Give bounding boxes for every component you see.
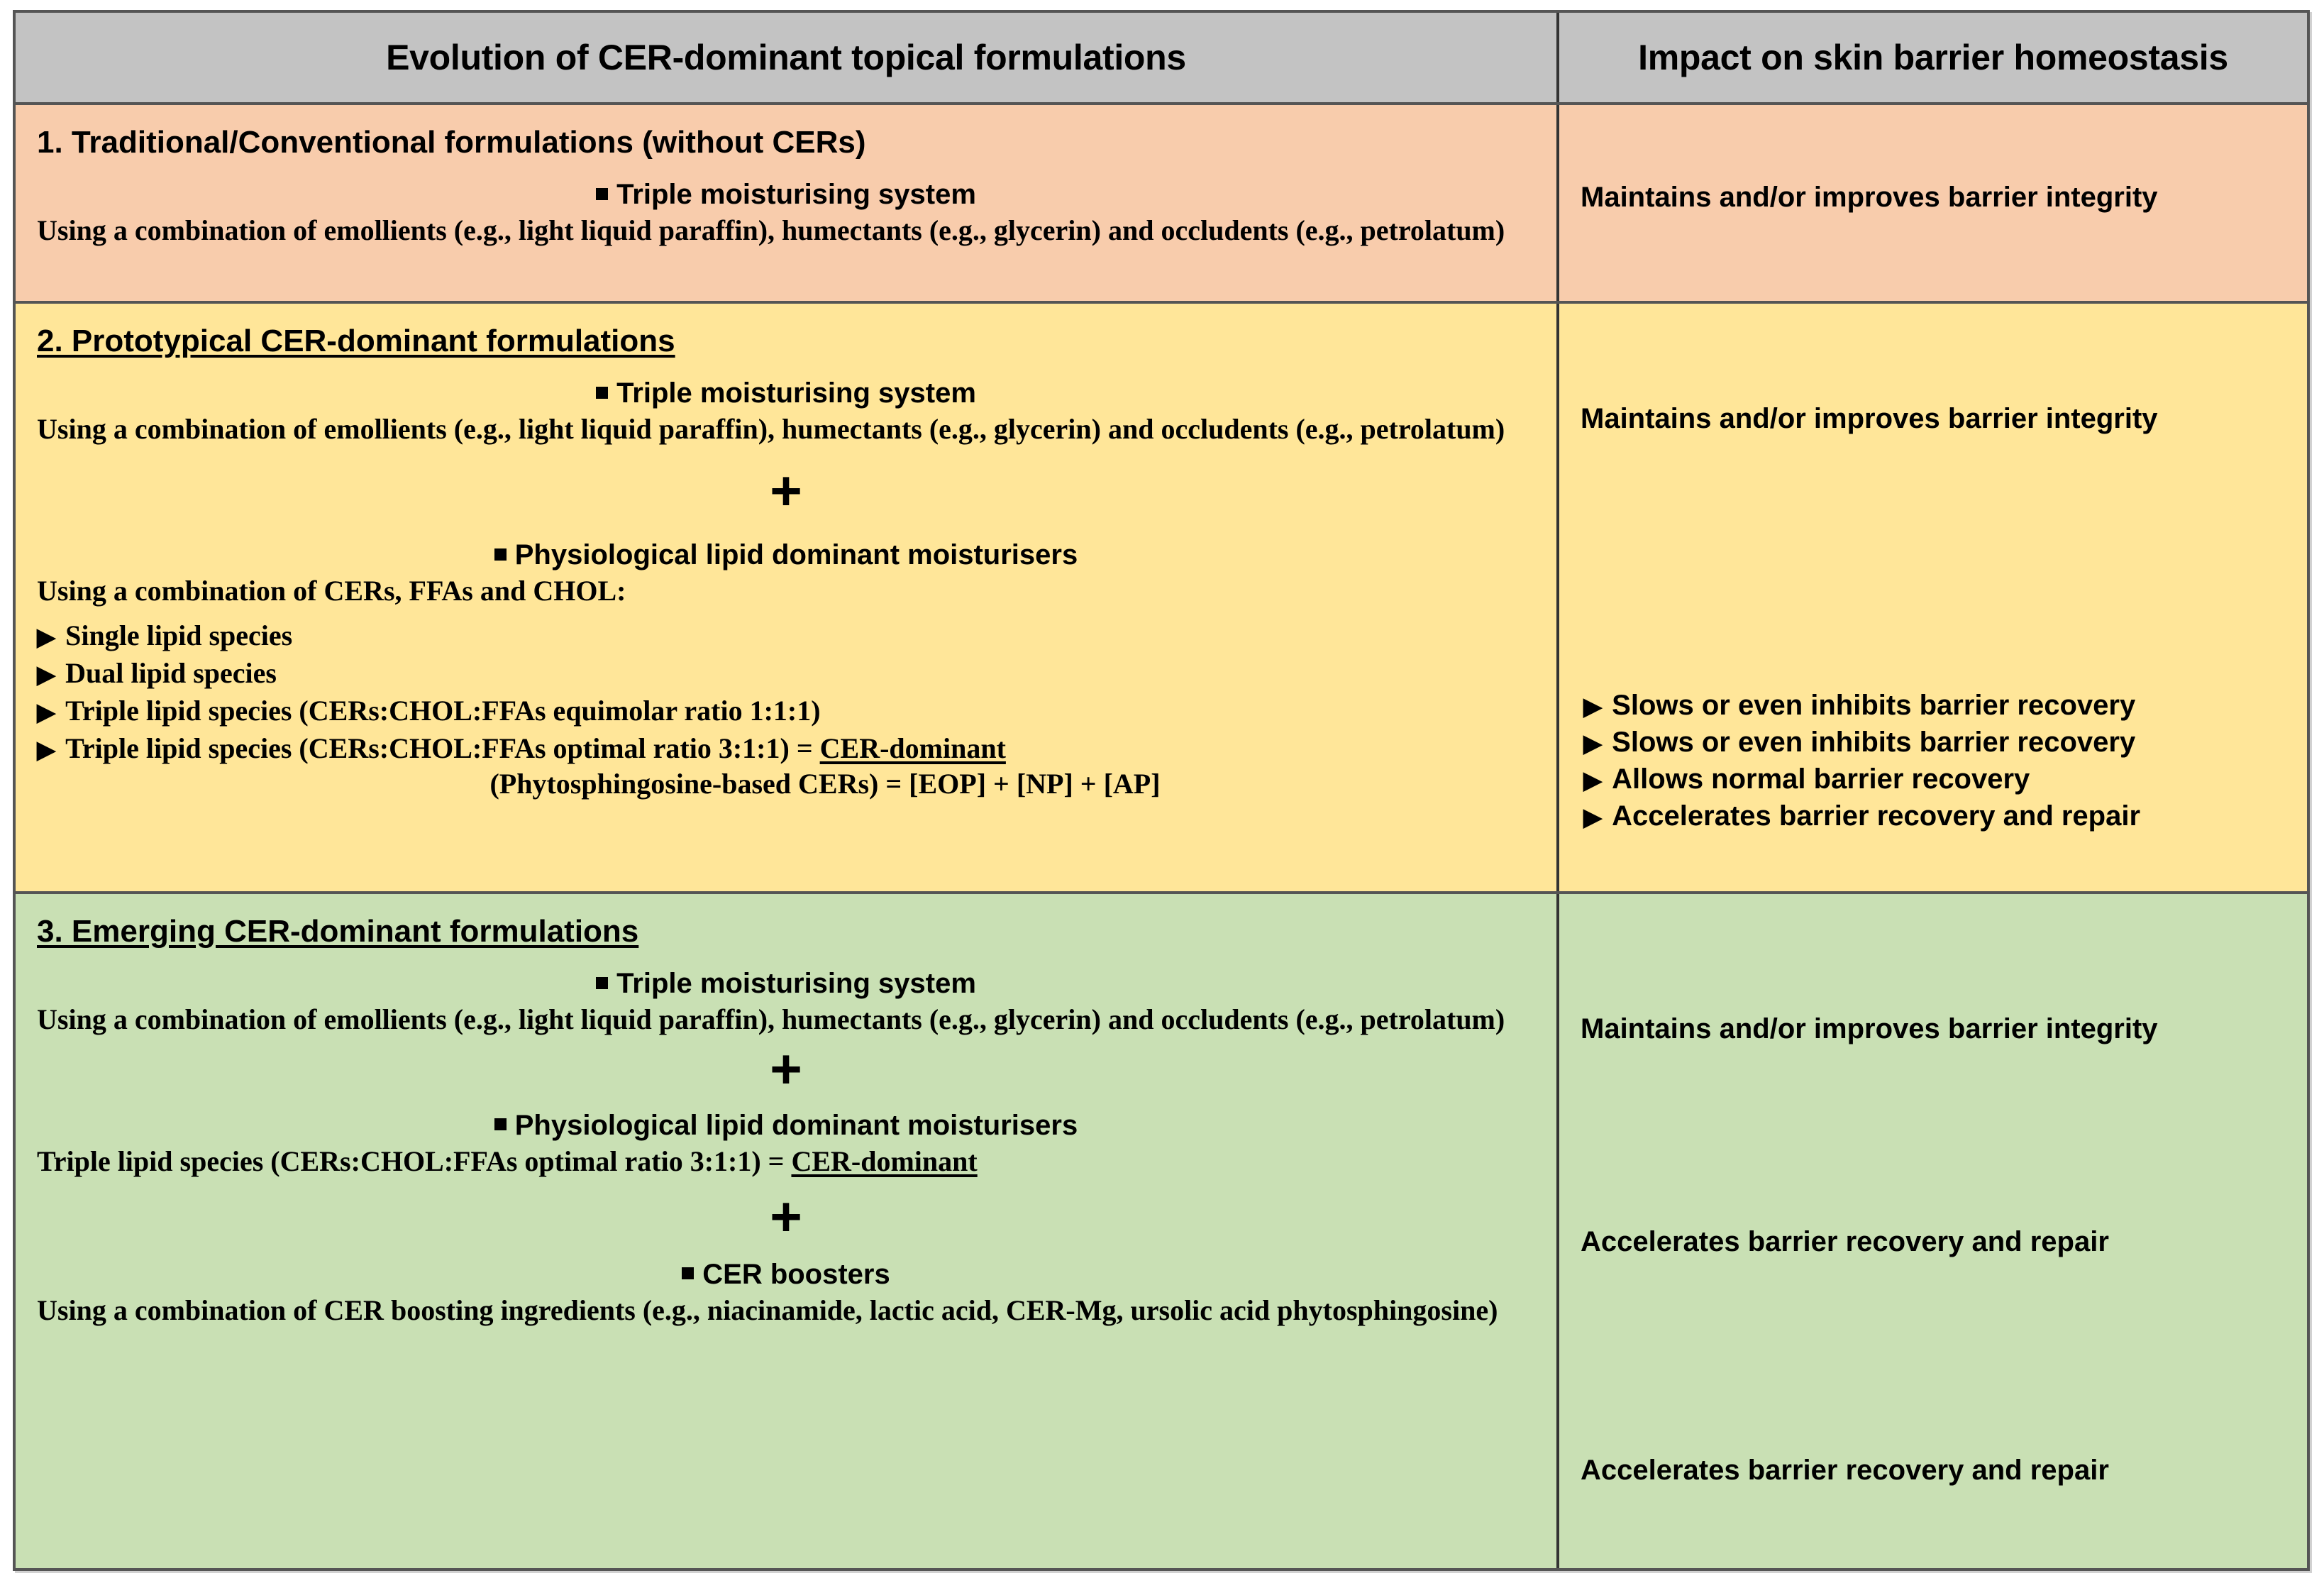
impact-item-text: Accelerates barrier recovery and repair <box>1612 800 2141 832</box>
header-cell-evolution: Evolution of CER-dominant topical formul… <box>386 38 1186 77</box>
row2-physiological-label: Physiological lipid dominant moisturiser… <box>514 539 1078 571</box>
row3-impact-1: Maintains and/or improves barrier integr… <box>1581 1013 2158 1044</box>
square-bullet-icon <box>494 548 507 561</box>
table-row-prototypical: 2. Prototypical CER-dominant formulation… <box>16 304 2307 894</box>
square-bullet-icon <box>596 387 609 399</box>
row3-triple-lipid-line: Triple lipid species (CERs:CHOL:FFAs opt… <box>37 1145 1535 1179</box>
list-item: ▶ Triple lipid species (CERs:CHOL:FFAs eq… <box>37 693 1535 730</box>
list-item: ▶ Slows or even inhibits barrier recovery <box>1583 724 2140 761</box>
row3-impact-2: Accelerates barrier recovery and repair <box>1581 1225 2109 1257</box>
lipid-item-text: Dual lipid species <box>65 656 277 689</box>
row3-triple-moisturising-label: Triple moisturising system <box>616 967 976 999</box>
row1-triple-moisturising-heading: Triple moisturising system <box>37 179 1535 211</box>
list-item: ▶ Triple lipid species (CERs:CHOL:FFAs op… <box>37 730 1535 768</box>
triangle-bullet-icon: ▶ <box>1583 804 1603 832</box>
triangle-bullet-icon: ▶ <box>37 698 56 726</box>
row3-physiological-label: Physiological lipid dominant moisturiser… <box>514 1109 1078 1141</box>
list-item: ▶ Single lipid species <box>37 617 1535 655</box>
list-item: ▶ Allows normal barrier recovery <box>1583 761 2140 798</box>
row2-triple-moisturising-heading: Triple moisturising system <box>37 377 1535 409</box>
triangle-bullet-icon: ▶ <box>37 661 56 688</box>
row2-lipid-note: (Phytosphingosine-based CERs) = [EOP] + … <box>489 768 1161 800</box>
row3-impact-3: Accelerates barrier recovery and repair <box>1581 1454 2109 1486</box>
row1-content-cell: 1. Traditional/Conventional formulations… <box>16 105 1556 301</box>
row3-triple-moisturising-heading: Triple moisturising system <box>37 968 1535 1000</box>
lipid-item-text: Single lipid species <box>65 619 293 652</box>
row2-impact-cell: Maintains and/or improves barrier integr… <box>1556 304 2307 891</box>
table-row-traditional: 1. Traditional/Conventional formulations… <box>16 105 2307 304</box>
header-cell-impact: Impact on skin barrier homeostasis <box>1556 13 2307 102</box>
triangle-bullet-icon: ▶ <box>37 736 56 763</box>
plus-icon: + <box>770 1037 802 1101</box>
lipid-item-text: Triple lipid species (CERs:CHOL:FFAs equ… <box>65 694 821 727</box>
triangle-bullet-icon: ▶ <box>1583 693 1603 721</box>
row3-triple-lipid-text: Triple lipid species (CERs:CHOL:FFAs opt… <box>37 1145 792 1177</box>
triangle-bullet-icon: ▶ <box>1583 730 1603 758</box>
row3-triple-lipid-emphasis: CER-dominant <box>791 1145 978 1177</box>
row3-boosters-heading: CER boosters <box>37 1259 1535 1291</box>
table-header-row: Evolution of CER-dominant topical formul… <box>16 13 2307 105</box>
impact-item-text: Slows or even inhibits barrier recovery <box>1612 690 2136 722</box>
row2-lipid-list: ▶ Single lipid species ▶ Dual lipid specie… <box>37 617 1535 767</box>
square-bullet-icon <box>494 1118 507 1131</box>
row1-triple-moisturising-label: Triple moisturising system <box>616 179 976 210</box>
row3-boosters-label: CER boosters <box>702 1258 890 1290</box>
row2-triple-moisturising-label: Triple moisturising system <box>616 377 976 409</box>
row3-boosters-body: Using a combination of CER boosting ingr… <box>37 1294 1498 1326</box>
row3-content-cell: 3. Emerging CER-dominant formulations Tr… <box>16 894 1556 1568</box>
row3-impact-cell: Maintains and/or improves barrier integr… <box>1556 893 2307 1569</box>
lipid-item-text: Triple lipid species (CERs:CHOL:FFAs opt… <box>65 732 820 764</box>
row3-triple-moisturising-body: Using a combination of emollients (e.g.,… <box>37 1003 1505 1035</box>
lipid-item-emphasis: CER-dominant <box>819 732 1006 764</box>
row1-impact-cell: Maintains and/or improves barrier integr… <box>1556 105 2307 302</box>
row1-triple-moisturising-body: Using a combination of emollients (e.g.,… <box>37 214 1505 246</box>
row2-physiological-heading: Physiological lipid dominant moisturiser… <box>37 539 1535 571</box>
row3-physiological-heading: Physiological lipid dominant moisturiser… <box>37 1110 1535 1142</box>
comparison-table: Evolution of CER-dominant topical formul… <box>13 10 2310 1571</box>
row1-section-title: 1. Traditional/Conventional formulations… <box>37 125 866 160</box>
row1-impact-text: Maintains and/or improves barrier integr… <box>1581 182 2158 213</box>
impact-item-text: Allows normal barrier recovery <box>1612 763 2030 795</box>
impact-item-text: Slows or even inhibits barrier recovery <box>1612 727 2136 759</box>
row2-impact-list: ▶ Slows or even inhibits barrier recovery… <box>1583 687 2140 834</box>
row2-content-cell: 2. Prototypical CER-dominant formulation… <box>16 304 1556 891</box>
row2-section-title: 2. Prototypical CER-dominant formulation… <box>37 324 675 359</box>
row2-impact-top: Maintains and/or improves barrier integr… <box>1581 403 2158 435</box>
triangle-bullet-icon: ▶ <box>1583 767 1603 795</box>
list-item: ▶ Accelerates barrier recovery and repair <box>1583 798 2140 834</box>
triangle-bullet-icon: ▶ <box>37 624 56 651</box>
plus-icon: + <box>770 1185 802 1248</box>
square-bullet-icon <box>596 187 609 200</box>
square-bullet-icon <box>682 1267 695 1280</box>
row2-lipid-intro: Using a combination of CERs, FFAs and CH… <box>37 575 626 607</box>
row2-triple-moisturising-body: Using a combination of emollients (e.g.,… <box>37 413 1505 446</box>
list-item: ▶ Dual lipid species <box>37 655 1535 693</box>
row3-section-title: 3. Emerging CER-dominant formulations <box>37 913 639 949</box>
list-item: ▶ Slows or even inhibits barrier recovery <box>1583 687 2140 724</box>
square-bullet-icon <box>596 976 609 989</box>
plus-icon: + <box>770 459 802 522</box>
table-row-emerging: 3. Emerging CER-dominant formulations Tr… <box>16 893 2307 1569</box>
